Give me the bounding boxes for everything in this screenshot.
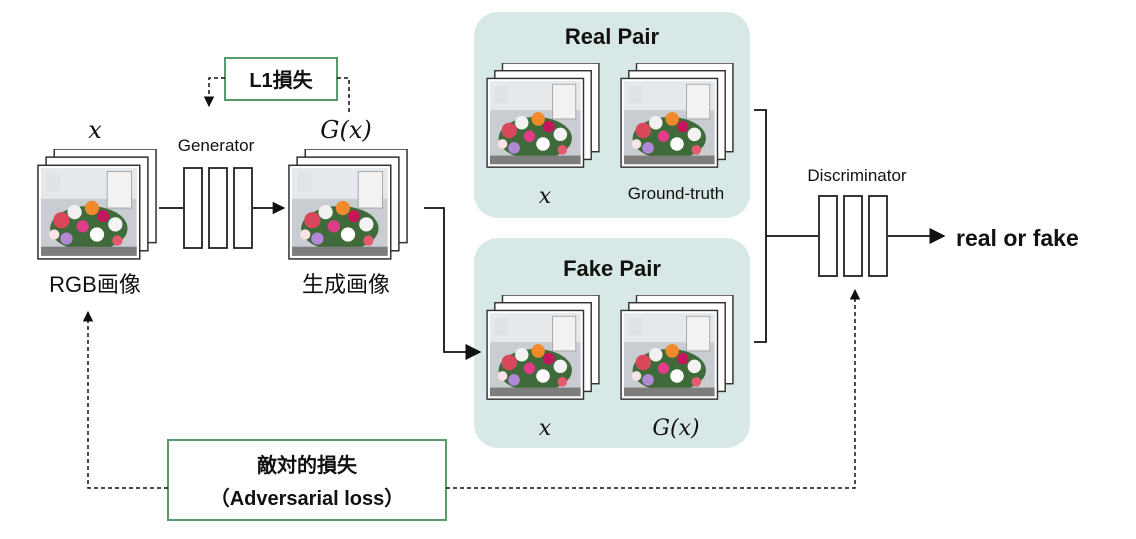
adversarial-loss-line1: 敵対的損失 — [257, 453, 358, 477]
fake-pair-right-label: G(x) — [652, 416, 699, 441]
adversarial-to-discriminator-dashed-arrow — [446, 288, 861, 489]
real-pair-groundtruth-stack-icon — [620, 63, 734, 168]
generated-symbol: G(x) — [320, 116, 371, 144]
real-pair-input-stack-icon — [486, 63, 600, 168]
generated-to-fake-pair-arrow — [424, 207, 482, 361]
real-pair-title: Real Pair — [565, 24, 660, 49]
discriminator-output: real or fake — [956, 225, 1079, 251]
real-pair-left-label: x — [539, 184, 552, 209]
l1-to-generator-dashed-arrow — [203, 77, 225, 108]
generated-label: 生成画像 — [302, 272, 390, 297]
generated-image-stack-icon — [288, 149, 408, 260]
discriminator-label: Discriminator — [807, 166, 907, 185]
adversarial-loss-box — [167, 439, 447, 521]
fake-pair-left-label: x — [539, 416, 552, 441]
adversarial-loss-line2: （Adversarial loss） — [210, 487, 405, 510]
fake-pair-generated-stack-icon — [620, 295, 734, 400]
pairs-bracket — [754, 109, 767, 343]
adversarial-to-generator-dashed-arrow — [82, 310, 168, 489]
l1-loss-label: L1損失 — [249, 68, 313, 92]
generator-network-icon — [183, 167, 253, 249]
generator-label: Generator — [178, 136, 255, 155]
generated-to-l1-dashed-line — [337, 77, 350, 112]
discriminator-network-icon — [818, 195, 888, 277]
input-image-stack-icon — [37, 149, 157, 260]
input-label: RGB画像 — [49, 272, 141, 297]
l1-loss-box — [224, 57, 338, 101]
fake-pair-title: Fake Pair — [563, 256, 661, 281]
input-symbol: x — [88, 116, 102, 144]
fake-pair-input-stack-icon — [486, 295, 600, 400]
real-pair-right-label: Ground-truth — [628, 184, 724, 203]
